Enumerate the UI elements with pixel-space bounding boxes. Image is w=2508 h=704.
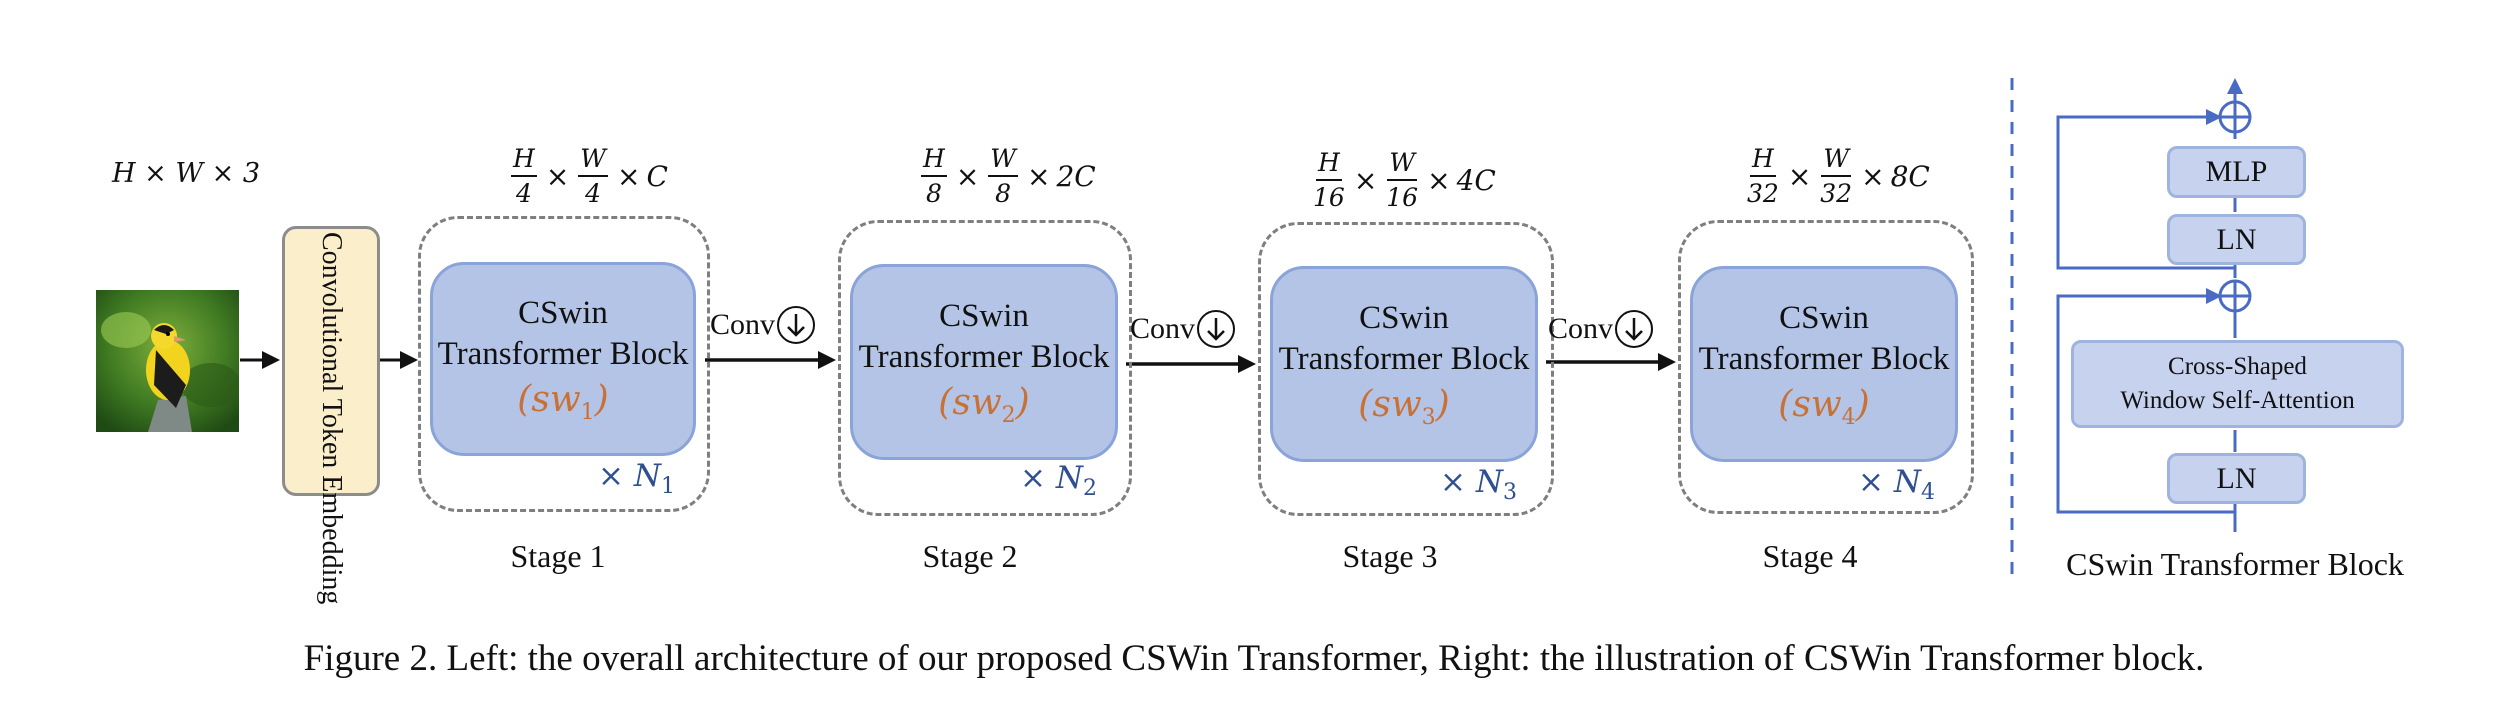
block-line2: Transformer Block [858,338,1110,375]
conv-text: Conv [710,308,776,341]
ln-top-box: LN [2167,214,2306,265]
stage-label: Stage 3 [1342,538,1438,574]
repeat-count: × N1 [598,458,675,500]
conv-downsample-label: Conv [1548,310,1654,348]
stage-dashed-box [418,216,710,512]
repeat-count: × N4 [1858,464,1935,506]
repeat-count: × N3 [1440,464,1517,506]
mlp-box: MLP [2167,146,2306,198]
block-line1: CSwin [1779,299,1869,336]
block-line2: Transformer Block [1698,340,1950,377]
stage-dashed-box [838,220,1132,516]
down-arrow-icon [777,306,816,344]
down-arrow-icon [1197,310,1236,348]
token-embedding-box: Convolutional Token Embedding [282,226,380,605]
stage-dashed-box [1258,222,1554,516]
block-line1: CSwin [1359,299,1449,336]
stripe-width-label: (sw2) [938,381,1030,429]
stage-label: Stage 1 [510,538,606,574]
stage-label: Stage 4 [1762,538,1858,574]
conv-downsample-label: Conv [1130,310,1236,348]
stripe-width-label: (sw4) [1778,383,1870,431]
stage-label: Stage 2 [922,538,1018,574]
conv-text: Conv [1548,312,1614,345]
stripe-width-label: (sw1) [517,378,609,426]
block-line1: CSwin [518,294,608,331]
conv-downsample-label: Conv [710,306,816,344]
stripe-width-label: (sw3) [1358,383,1450,431]
down-arrow-icon [1615,310,1654,348]
block-line2: Transformer Block [1278,340,1530,377]
input-dims: H × W × 3 [112,158,261,189]
figure-caption: Figure 2. Left: the overall architecture… [303,638,2205,679]
attention-line2: Window Self-Attention [2120,387,2355,414]
bird-photo-icon [96,290,239,432]
token-embedding-label: Convolutional Token Embedding [316,232,347,605]
conv-text: Conv [1130,312,1196,345]
attention-line1: Cross-Shaped [2168,353,2307,380]
block-line1: CSwin [939,297,1029,334]
add-circles [2218,100,2252,313]
block-detail-title: CSwin Transformer Block [2066,546,2404,582]
attention-box: Cross-Shaped Window Self-Attention [2071,340,2404,428]
ln-bottom-box: LN [2167,453,2306,504]
stage-dashed-box [1678,220,1974,514]
repeat-count: × N2 [1020,460,1097,502]
block-line2: Transformer Block [437,335,689,372]
